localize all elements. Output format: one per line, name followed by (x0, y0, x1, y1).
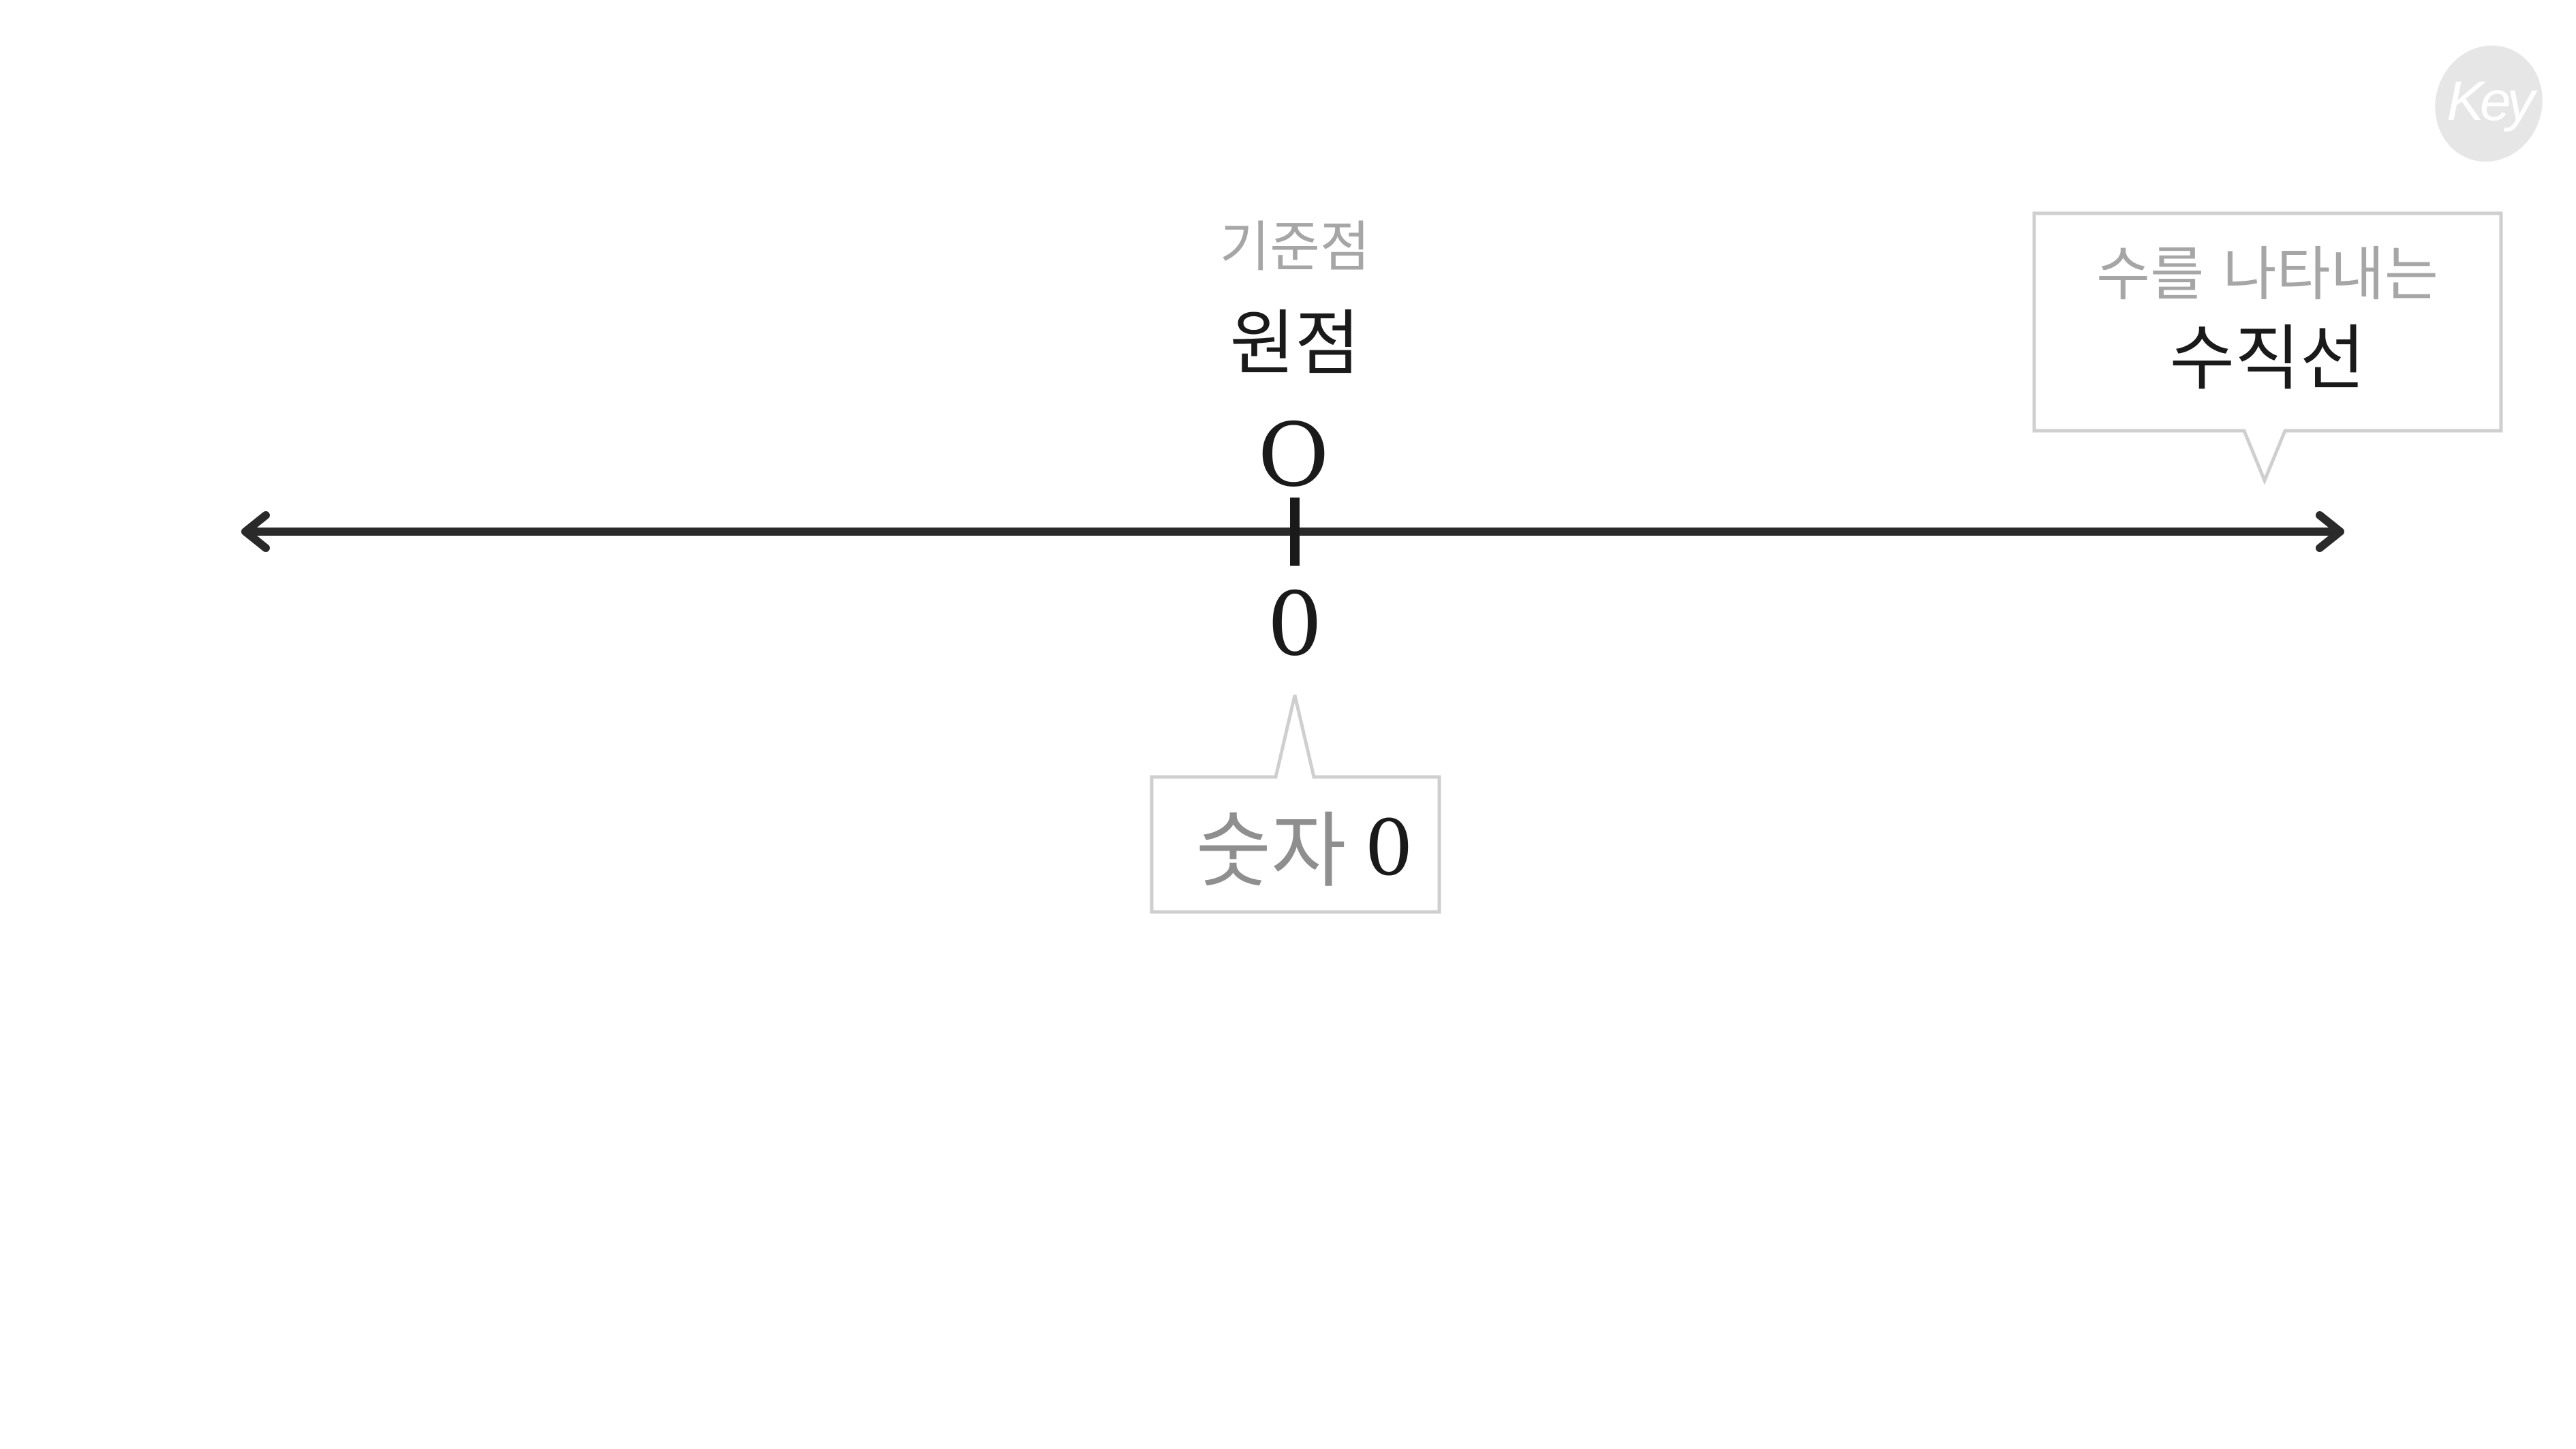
key-logo-badge (2435, 45, 2543, 162)
number-line-callout: 수를 나타내는 수직선 (2032, 211, 2503, 485)
origin-subtitle: 기준점 (1220, 215, 1370, 279)
key-logo-text: Key (2447, 70, 2538, 132)
number-line-callout-line1: 수를 나타내는 (2096, 241, 2438, 309)
origin-symbol: O (1258, 405, 1330, 506)
number-line (241, 498, 2344, 566)
digit-zero-callout-word: 숫자 (1196, 804, 1347, 899)
origin-title: 원점 (1229, 302, 1360, 385)
digit-zero-callout-number: 0 (1364, 804, 1413, 893)
number-line-callout-box (2032, 211, 2503, 485)
number-line-callout-line2: 수직선 (2169, 317, 2365, 400)
key-logo: Key (2435, 45, 2543, 162)
zero-label: 0 (1267, 574, 1322, 675)
digit-zero-callout-box (1150, 695, 1441, 914)
left-arrowhead (241, 511, 270, 552)
digit-zero-callout: 숫자 0 (1150, 695, 1441, 914)
right-arrowhead (2316, 511, 2344, 552)
